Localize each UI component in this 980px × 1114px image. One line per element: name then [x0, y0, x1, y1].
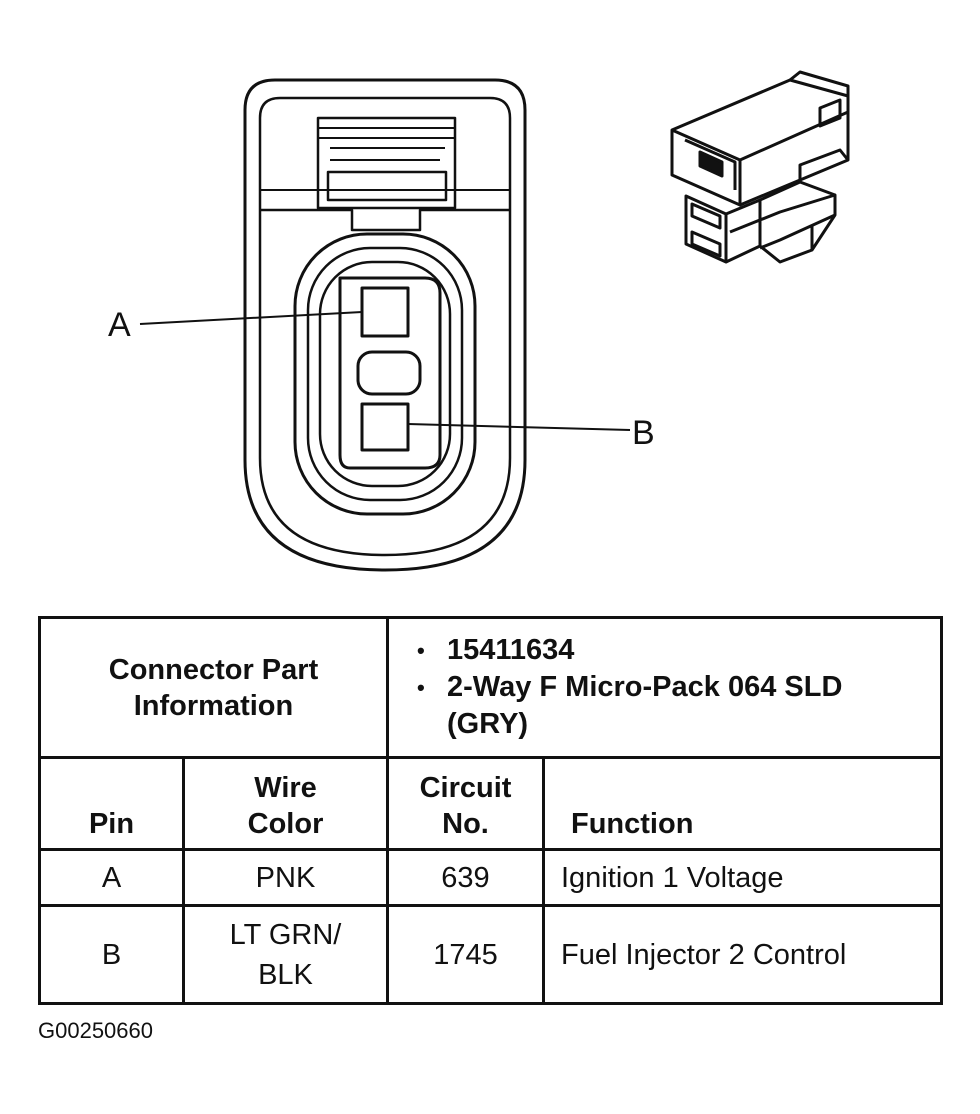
- pin-b-label: B: [632, 414, 655, 452]
- row-b-wire-color-text: LT GRN/ BLK: [229, 918, 342, 991]
- connector-inner-body: [258, 96, 512, 557]
- pin-a-label: A: [108, 306, 131, 344]
- connector-diagram: [139, 70, 850, 572]
- col-header-circuit-no: Circuit No.: [386, 756, 545, 851]
- col-header-wire-color: Wire Color: [182, 756, 389, 851]
- terminal-housing-ring-inner: [318, 260, 452, 488]
- part-info-header: Connector Part Information: [108, 653, 319, 722]
- pin-b-leader: [407, 423, 631, 431]
- circuit-no-header-text: Circuit No.: [419, 772, 512, 840]
- pin-a-cavity: [360, 286, 410, 338]
- row-a-pin: A: [38, 848, 185, 907]
- row-a-function: Ignition 1 Voltage: [542, 848, 943, 907]
- terminal-cavity-outline: [338, 276, 442, 470]
- row-b-pin: B: [38, 904, 185, 1005]
- row-b-wire-color: LT GRN/ BLK: [182, 904, 389, 1005]
- part-info-header-cell: Connector Part Information: [38, 616, 389, 759]
- row-b-function: Fuel Injector 2 Control: [542, 904, 943, 1005]
- figure-id: G00250660: [38, 1018, 153, 1043]
- pin-a-leader: [139, 311, 363, 325]
- connector-3d-view: [670, 70, 850, 264]
- wire-color-header-text: Wire Color: [247, 772, 324, 840]
- terminal-housing-ring-middle: [306, 246, 464, 502]
- part-info-cell: 15411634 2-Way F Micro-Pack 064 SLD (GRY…: [386, 616, 943, 759]
- locking-tab: [316, 116, 457, 210]
- row-a-circuit: 639: [386, 848, 545, 907]
- part-description: 2-Way F Micro-Pack 064 SLD (GRY): [417, 669, 847, 743]
- table-row: B LT GRN/ BLK 1745 Fuel Injector 2 Contr…: [38, 904, 943, 1005]
- pin-b-cavity: [360, 402, 410, 452]
- part-number: 15411634: [417, 632, 940, 669]
- col-header-function: Function: [542, 756, 943, 851]
- row-b-circuit: 1745: [386, 904, 545, 1005]
- table-row: A PNK 639 Ignition 1 Voltage: [38, 848, 943, 907]
- center-key: [356, 350, 422, 396]
- col-header-pin: Pin: [38, 756, 185, 851]
- connector-info-table: Connector Part Information 15411634 2-Wa…: [38, 616, 943, 1005]
- part-info-list: 15411634 2-Way F Micro-Pack 064 SLD (GRY…: [389, 632, 940, 743]
- terminal-housing-ring-outer: [293, 232, 477, 516]
- connector-outer-body: [243, 78, 527, 572]
- row-a-wire-color: PNK: [182, 848, 389, 907]
